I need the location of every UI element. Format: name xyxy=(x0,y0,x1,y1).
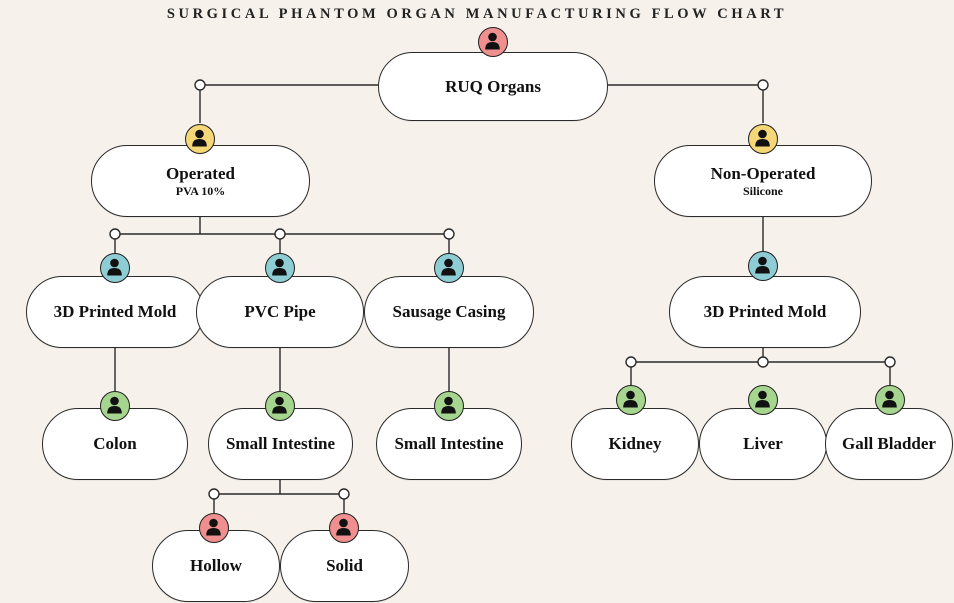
node-label: 3D Printed Mold xyxy=(53,302,177,321)
person-icon xyxy=(199,513,229,543)
node-label: Sausage Casing xyxy=(392,302,506,321)
node-sausage-casing: Sausage Casing xyxy=(364,276,534,348)
node-operated: Operated PVA 10% xyxy=(91,145,310,217)
connector-dot xyxy=(274,228,286,240)
node-label: 3D Printed Mold xyxy=(703,302,827,321)
person-icon xyxy=(265,253,295,283)
node-label: Colon xyxy=(93,434,137,453)
person-icon xyxy=(748,124,778,154)
node-label: RUQ Organs xyxy=(445,76,541,96)
person-icon xyxy=(478,27,508,57)
node-label: Hollow xyxy=(190,556,242,575)
node-label: Operated xyxy=(166,164,235,183)
person-icon xyxy=(616,385,646,415)
connector-dot xyxy=(109,228,121,240)
node-gall-bladder: Gall Bladder xyxy=(825,408,953,480)
connector-dot xyxy=(338,488,350,500)
node-liver: Liver xyxy=(699,408,827,480)
person-icon xyxy=(265,391,295,421)
person-icon xyxy=(329,513,359,543)
connector-dot xyxy=(443,228,455,240)
person-icon xyxy=(875,385,905,415)
node-3d-printed-mold-right: 3D Printed Mold xyxy=(669,276,861,348)
person-icon xyxy=(100,253,130,283)
person-icon xyxy=(748,385,778,415)
connector-dot xyxy=(757,356,769,368)
node-ruq-organs: RUQ Organs xyxy=(378,52,608,121)
connector-dot xyxy=(194,79,206,91)
person-icon xyxy=(434,253,464,283)
person-icon xyxy=(434,391,464,421)
node-label: Kidney xyxy=(608,434,662,453)
chart-title: SURGICAL PHANTOM ORGAN MANUFACTURING FLO… xyxy=(166,6,788,22)
connector-dot xyxy=(884,356,896,368)
node-sublabel: PVA 10% xyxy=(175,184,226,198)
node-label: Gall Bladder xyxy=(842,434,936,453)
node-small-intestine-casing: Small Intestine xyxy=(376,408,522,480)
person-icon xyxy=(185,124,215,154)
node-pvc-pipe: PVC Pipe xyxy=(196,276,364,348)
person-icon xyxy=(100,391,130,421)
node-3d-printed-mold-left: 3D Printed Mold xyxy=(26,276,204,348)
connector-dot xyxy=(625,356,637,368)
node-label: Small Intestine xyxy=(225,434,336,453)
connector-dot xyxy=(208,488,220,500)
node-label: Non-Operated xyxy=(710,164,816,183)
node-label: Solid xyxy=(326,556,363,575)
connector-dot xyxy=(757,79,769,91)
node-sublabel: Silicone xyxy=(742,184,783,198)
node-non-operated: Non-Operated Silicone xyxy=(654,145,872,217)
node-kidney: Kidney xyxy=(571,408,699,480)
person-icon xyxy=(748,251,778,281)
node-label: PVC Pipe xyxy=(244,302,316,321)
node-label: Liver xyxy=(743,434,783,453)
node-label: Small Intestine xyxy=(394,434,504,453)
